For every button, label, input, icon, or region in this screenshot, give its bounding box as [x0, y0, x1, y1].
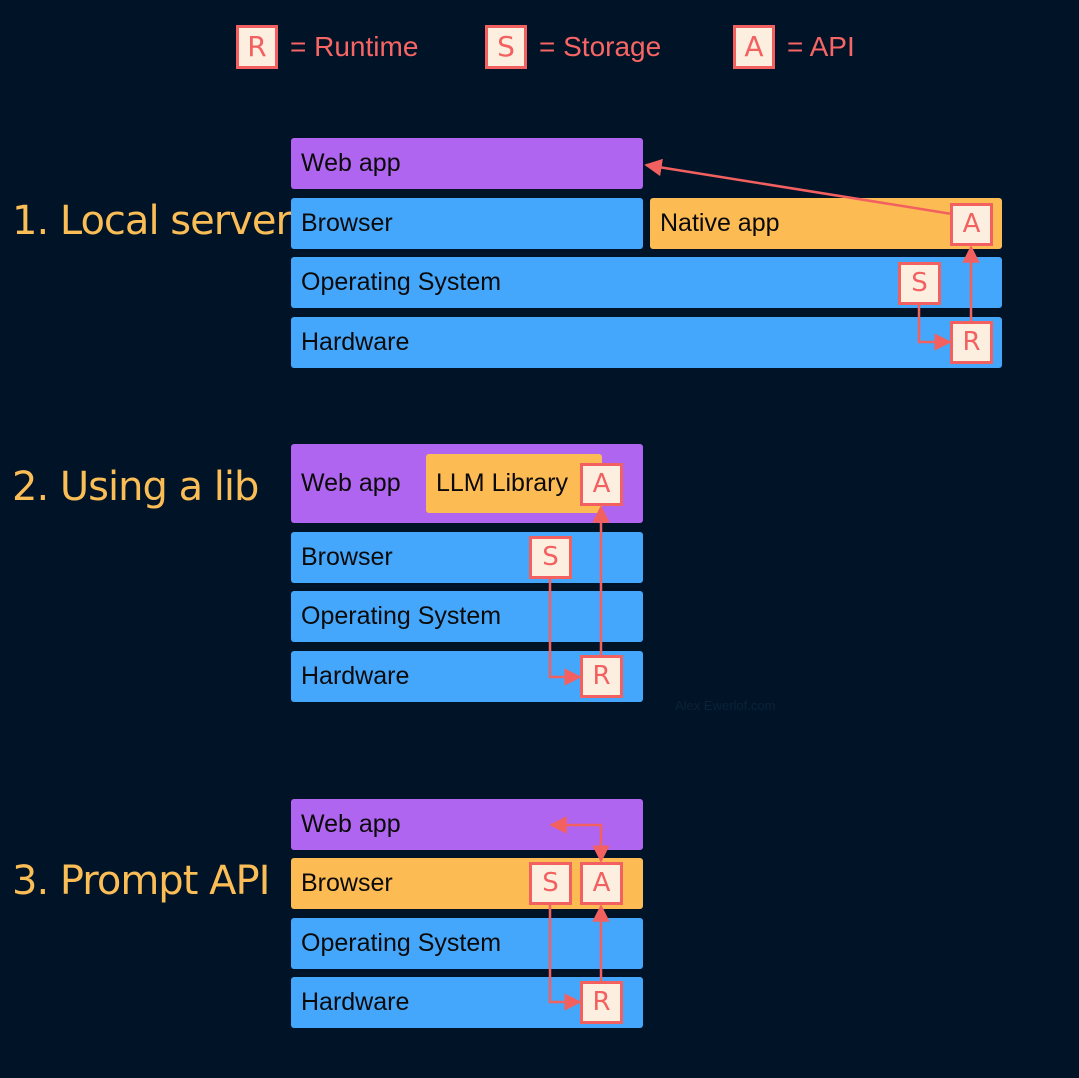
s1-storage-to-runtime-arrow — [917, 304, 952, 351]
s1-api-to-webapp-arrow — [644, 158, 953, 216]
watermark: Alex Ewerlof.com — [675, 698, 776, 713]
s2-storage-badge: S — [529, 536, 572, 579]
s3-storage-badge: S — [529, 862, 572, 905]
legend-runtime: R = Runtime — [236, 24, 418, 70]
s3-api-badge: A — [580, 862, 623, 905]
s2-os-layer: Operating System — [291, 591, 643, 642]
legend-api-text: = API — [787, 31, 855, 62]
legend-runtime-text: = Runtime — [290, 31, 419, 62]
s2-browser-layer: Browser — [291, 532, 643, 583]
s1-native-app-layer: Native app — [650, 198, 1002, 249]
section-2-title: 2. Using a lib — [12, 464, 259, 510]
s1-runtime-badge: R — [950, 321, 993, 364]
s1-hardware-layer: Hardware — [291, 317, 1002, 368]
s3-runtime-badge: R — [580, 981, 623, 1024]
s2-api-badge: A — [580, 463, 623, 506]
legend-api: A = API — [733, 24, 855, 70]
s3-os-layer: Operating System — [291, 918, 643, 969]
s3-storage-to-runtime-arrow — [548, 905, 582, 1011]
runtime-badge-icon: R — [236, 25, 278, 69]
s1-os-layer: Operating System — [291, 257, 1002, 308]
legend-storage-text: = Storage — [539, 31, 662, 62]
s2-runtime-badge: R — [580, 655, 623, 698]
s1-storage-badge: S — [898, 262, 941, 305]
s3-api-webapp-arrow — [549, 816, 610, 863]
s1-api-badge: A — [950, 203, 993, 246]
api-badge-icon: A — [733, 25, 775, 69]
s2-storage-to-runtime-arrow — [548, 579, 582, 686]
section-3-title: 3. Prompt API — [12, 858, 270, 904]
s2-llm-library-layer: LLM Library — [426, 454, 602, 513]
s1-web-app-layer: Web app — [291, 138, 643, 189]
section-1-title: 1. Local server — [12, 198, 292, 244]
legend-storage: S = Storage — [485, 24, 661, 70]
s1-browser-layer: Browser — [291, 198, 643, 249]
storage-badge-icon: S — [485, 25, 527, 69]
